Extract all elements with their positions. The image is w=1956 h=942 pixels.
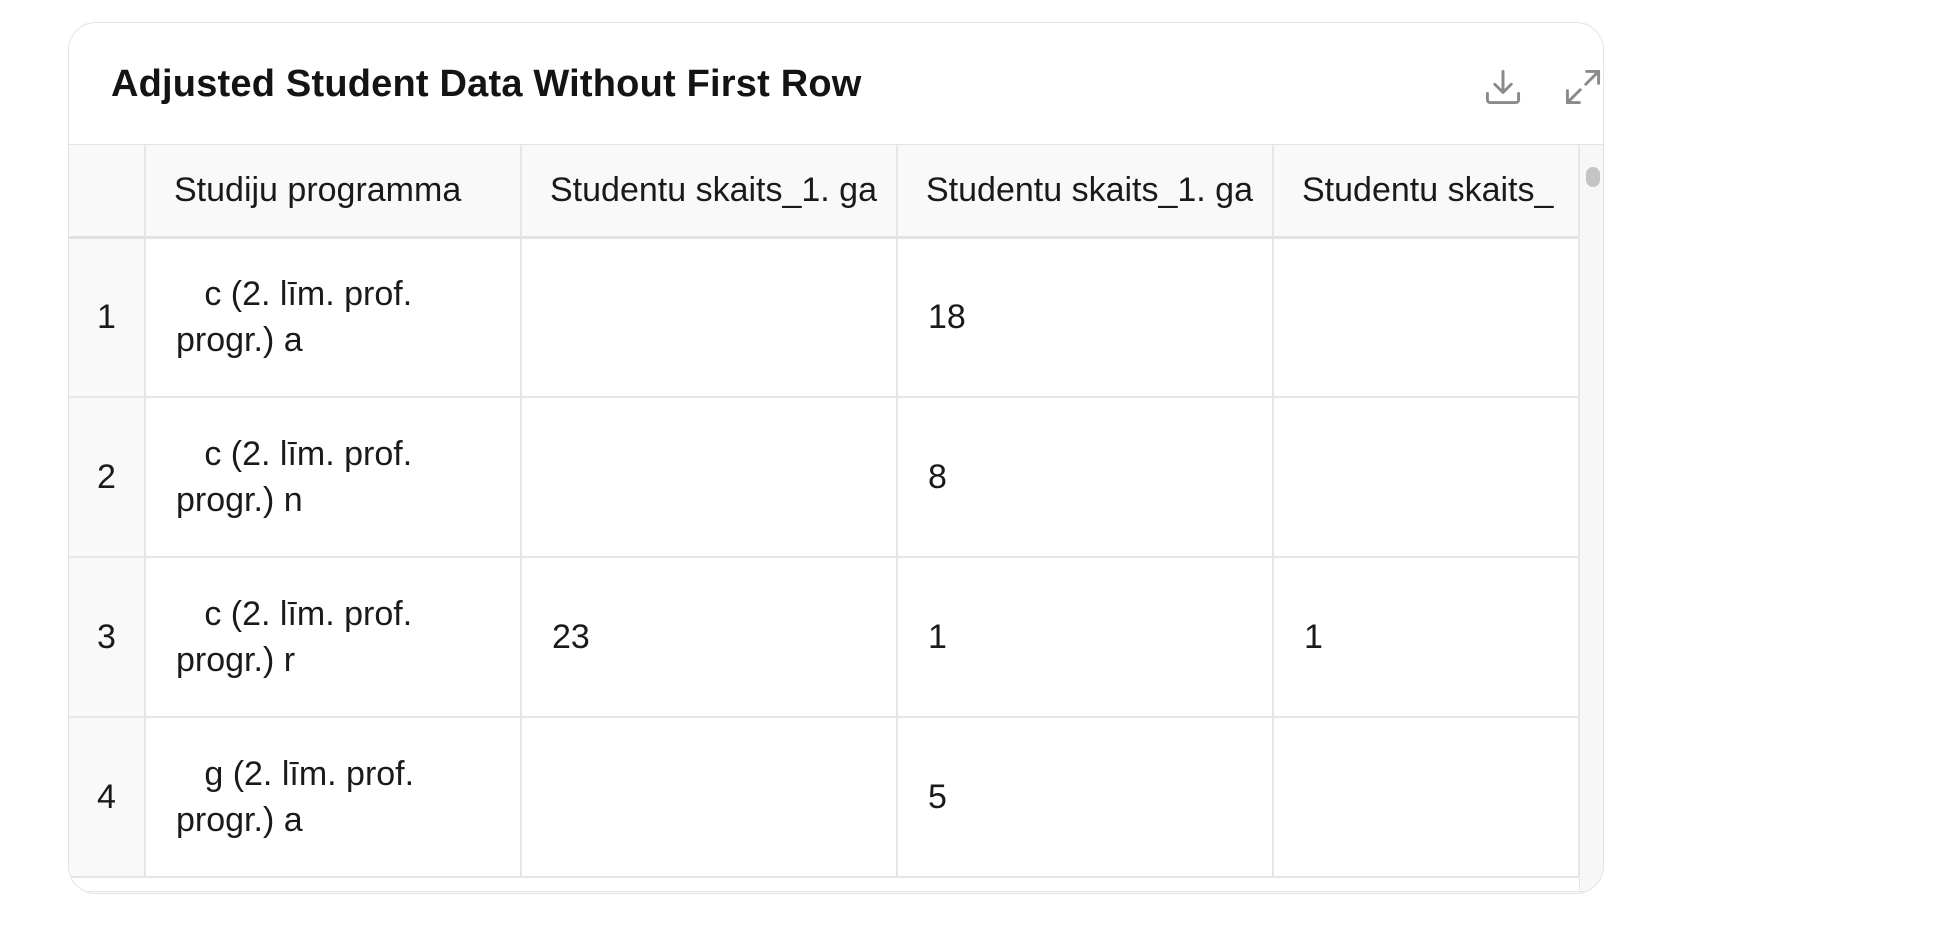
- cell-student-count-1[interactable]: 23: [521, 557, 898, 718]
- cell-program[interactable]: c (2. līm. prof. progr.) r: [145, 557, 522, 718]
- cell-student-count-2[interactable]: 5: [897, 717, 1274, 878]
- expand-icon: [1565, 69, 1601, 105]
- data-grid-viewport[interactable]: Studiju programma Studentu skaits_1. ga …: [69, 145, 1579, 891]
- table-card: Adjusted Student Data Without First Row: [68, 22, 1604, 894]
- card-header: Adjusted Student Data Without First Row: [69, 23, 1603, 145]
- card-title: Adjusted Student Data Without First Row: [111, 63, 862, 105]
- vertical-scrollbar-thumb[interactable]: [1586, 167, 1600, 187]
- table-row: 4 g (2. līm. prof. progr.) a 5: [69, 717, 1579, 878]
- cell-student-count-3[interactable]: 1: [1273, 557, 1579, 718]
- cell-student-count-2[interactable]: 18: [897, 237, 1274, 398]
- column-header-index[interactable]: [69, 145, 146, 239]
- data-table: Studiju programma Studentu skaits_1. ga …: [69, 145, 1579, 878]
- row-index: 2: [69, 397, 146, 558]
- download-icon: [1485, 69, 1521, 105]
- cell-student-count-3[interactable]: [1273, 237, 1579, 398]
- row-index: 4: [69, 717, 146, 878]
- download-button[interactable]: [1479, 63, 1527, 111]
- vertical-scrollbar[interactable]: [1579, 145, 1603, 891]
- table-row: 2 c (2. līm. prof. progr.) n 8: [69, 397, 1579, 558]
- cell-program-text: c (2. līm. prof. progr.) n: [176, 435, 422, 519]
- cell-program[interactable]: c (2. līm. prof. progr.) n: [145, 397, 522, 558]
- column-header-student-count-2[interactable]: Studentu skaits_1. ga: [897, 145, 1274, 239]
- table-row: 3 c (2. līm. prof. progr.) r 23 1 1: [69, 557, 1579, 718]
- row-index: 1: [69, 237, 146, 398]
- column-header-student-count-3[interactable]: Studentu skaits_: [1273, 145, 1579, 239]
- cell-student-count-2[interactable]: 1: [897, 557, 1274, 718]
- cell-program-text: c (2. līm. prof. progr.) r: [176, 595, 422, 679]
- row-index: 3: [69, 557, 146, 718]
- table-header-row: Studiju programma Studentu skaits_1. ga …: [69, 145, 1579, 239]
- cell-program[interactable]: g (2. līm. prof. progr.) a: [145, 717, 522, 878]
- cell-student-count-1[interactable]: [521, 717, 898, 878]
- cell-student-count-3[interactable]: [1273, 717, 1579, 878]
- cell-student-count-3[interactable]: [1273, 397, 1579, 558]
- cell-program-text: c (2. līm. prof. progr.) a: [176, 275, 422, 360]
- cell-program-text: g (2. līm. prof. progr.) a: [176, 755, 424, 839]
- cell-student-count-1[interactable]: [521, 237, 898, 398]
- column-header-program[interactable]: Studiju programma: [145, 145, 522, 239]
- cell-student-count-1[interactable]: [521, 397, 898, 558]
- cell-program[interactable]: c (2. līm. prof. progr.) a: [145, 237, 522, 398]
- table-row: 1 c (2. līm. prof. progr.) a 18: [69, 237, 1579, 398]
- expand-button[interactable]: [1559, 63, 1603, 111]
- cell-student-count-2[interactable]: 8: [897, 397, 1274, 558]
- column-header-student-count-1[interactable]: Studentu skaits_1. ga: [521, 145, 898, 239]
- horizontal-scrollbar[interactable]: [69, 891, 1603, 893]
